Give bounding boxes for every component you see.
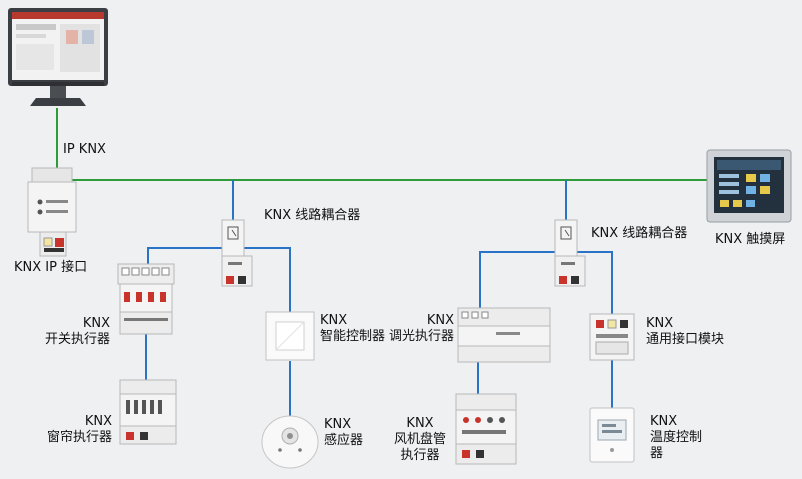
right-branch-to-interface	[577, 251, 613, 314]
bus-lines	[56, 108, 710, 416]
dimming-actuator-label-line2: 调光执行器	[388, 329, 454, 344]
din-rail-switch-actuator-icon	[117, 263, 175, 335]
sensor-label: KNX 感应器	[324, 417, 363, 449]
switch-actuator-label-line1: KNX	[82, 316, 110, 331]
blind-actuator-label: KNX 窗帘执行器	[40, 414, 112, 446]
universal-interface-label-line1: KNX	[646, 316, 674, 331]
universal-interface-label-line2: 通用接口模块	[646, 332, 725, 347]
fancoil-actuator-label-line3: 执行器	[400, 448, 440, 463]
universal-interface-label: KNX 通用接口模块	[646, 316, 724, 348]
smart-controller-label-line1: KNX	[320, 313, 348, 328]
ceiling-presence-sensor-icon	[261, 415, 319, 469]
room-thermostat-icon	[589, 407, 635, 463]
din-rail-line-coupler-icon	[554, 219, 586, 287]
fancoil-actuator-label-line2: 风机盘管	[393, 432, 446, 447]
computer-monitor-icon	[8, 8, 108, 106]
fancoil-actuator-label-line1: KNX	[406, 416, 434, 431]
touch-screen-label: KNX 触摸屏	[715, 232, 786, 247]
line-coupler-right-label: KNX 线路耦合器	[591, 226, 688, 241]
blind-actuator-label-line2: 窗帘执行器	[46, 430, 112, 445]
dimming-actuator-label-line1: KNX	[426, 313, 454, 328]
right-branch-to-dimmer	[479, 251, 555, 308]
thermostat-label-line2: 温度控制	[650, 430, 703, 445]
fancoil-actuator-label: KNX 风机盘管 执行器	[390, 416, 450, 464]
left-branch-to-controller	[244, 247, 291, 312]
line-coupler-left-label: KNX 线路耦合器	[264, 208, 361, 223]
thermostat-label-line1: KNX	[650, 414, 678, 429]
din-rail-blind-actuator-icon	[119, 379, 177, 445]
sensor-label-line1: KNX	[324, 417, 352, 432]
ip-knx-label: IP KNX	[63, 142, 106, 157]
switch-actuator-label: KNX 开关执行器	[40, 316, 110, 348]
din-rail-fancoil-actuator-icon	[455, 393, 517, 465]
smart-controller-label: KNX 智能控制器	[320, 313, 385, 345]
touch-panel-icon	[706, 149, 792, 223]
wall-push-button-icon	[265, 311, 315, 361]
blind-actuator-label-line1: KNX	[84, 414, 112, 429]
thermostat-label-line3: 器	[650, 446, 664, 461]
switch-actuator-label-line2: 开关执行器	[44, 332, 110, 347]
din-rail-ip-interface-icon	[27, 167, 77, 257]
thermostat-label: KNX 温度控制 器	[650, 414, 702, 462]
universal-interface-module-icon	[589, 313, 635, 361]
sensor-label-line2: 感应器	[324, 433, 364, 448]
left-branch-to-switch	[147, 247, 222, 264]
din-rail-line-coupler-icon	[221, 219, 253, 287]
dimming-actuator-label: KNX 调光执行器	[380, 313, 454, 345]
ip-interface-label: KNX IP 接口	[14, 260, 88, 275]
din-rail-dimming-actuator-icon	[457, 307, 551, 363]
smart-controller-label-line2: 智能控制器	[320, 329, 386, 344]
